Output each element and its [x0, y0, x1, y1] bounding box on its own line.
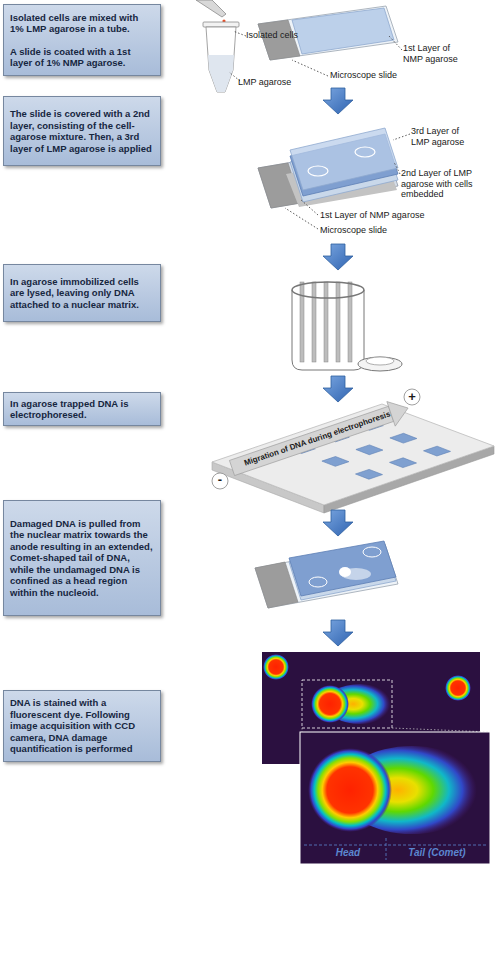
zoom-inset [304, 838, 486, 860]
electrode-mark [404, 389, 420, 405]
part-label: Microscope slide [320, 225, 420, 236]
zoom-line [302, 728, 303, 732]
leader-line [300, 199, 318, 215]
lysis-jar [292, 282, 402, 371]
zoom-inset [308, 748, 392, 832]
electrophoresis-tray [356, 445, 383, 455]
lysis-jar [358, 357, 402, 371]
microcentrifuge-tube [208, 55, 234, 92]
box-text: Isolated cells are mixed with 1% LMP aga… [10, 12, 154, 35]
electrophoresis-tray [356, 469, 383, 479]
zoom-inset [300, 732, 490, 864]
leader-line [393, 134, 410, 140]
box-text: In agarose trapped DNA is electrophorese… [10, 398, 154, 421]
leader-line [285, 208, 318, 229]
fluorescence-image [302, 680, 392, 728]
flow-arrow [323, 620, 353, 646]
comet-slide [255, 541, 398, 608]
box-text: The slide is covered with a 2nd layer, c… [10, 108, 154, 154]
electrophoresis-tray [212, 404, 494, 505]
layered-slide [355, 147, 375, 157]
zoom-line [302, 728, 490, 732]
electrode-sign: + [404, 390, 420, 404]
microscope-slide [292, 8, 394, 54]
flow-arrow [323, 510, 353, 536]
part-label: Isolated cells [246, 30, 318, 41]
migration-arrow [228, 396, 412, 481]
flow-arrow [323, 510, 353, 536]
process-box: Isolated cells are mixed with 1% LMP aga… [3, 4, 161, 76]
layered-slide [308, 166, 328, 176]
part-label: LMP agarose [238, 77, 308, 88]
comet-slide [289, 541, 396, 596]
electrode-sign: - [212, 473, 228, 487]
region-label: Head [318, 848, 378, 859]
pipette-tip [196, 0, 226, 17]
flow-arrow [323, 88, 353, 114]
electrophoresis-tray [212, 404, 494, 513]
electrophoresis-tray [390, 433, 417, 443]
part-label: 1st Layer of NMP agarose [403, 43, 465, 64]
microcentrifuge-tube [203, 22, 239, 92]
process-box: DNA is stained with a fluorescent dye. F… [3, 690, 161, 762]
fluorescence-image [263, 654, 289, 680]
fluorescence-image [311, 685, 349, 723]
flow-arrow [323, 376, 353, 402]
part-label: 1st Layer of NMP agarose [320, 210, 450, 221]
lysis-jar [312, 282, 316, 362]
comet-slide [339, 567, 351, 577]
comet-slide [363, 547, 381, 557]
lysis-jar [336, 282, 340, 362]
process-box: Damaged DNA is pulled from the nuclear m… [3, 500, 161, 616]
leader-line [233, 31, 246, 36]
box-text: In agarose immobilized cells are lysed, … [10, 276, 154, 311]
electrode-mark [212, 389, 420, 489]
leader-line [292, 60, 328, 76]
zoom-line [392, 728, 490, 732]
region-label: Tail (Comet) [392, 848, 482, 859]
flow-arrow [323, 376, 353, 402]
box-text: Damaged DNA is pulled from the nuclear m… [10, 518, 154, 599]
layered-slide [258, 128, 398, 208]
lysis-jar [324, 282, 328, 362]
flow-arrow [323, 620, 353, 646]
fluorescence-image [445, 675, 471, 701]
electrophoresis-tray [424, 446, 451, 456]
flow-arrow [323, 88, 353, 114]
leader-line [394, 162, 400, 174]
flow-arrow [323, 244, 353, 270]
layered-slide [290, 128, 398, 190]
process-box: The slide is covered with a 2nd layer, c… [3, 96, 161, 166]
microcentrifuge-tube [206, 27, 236, 92]
lysis-jar [292, 282, 364, 298]
lysis-jar [366, 357, 394, 365]
zoom-inset [300, 732, 490, 864]
process-box: In agarose immobilized cells are lysed, … [3, 264, 161, 322]
lysis-jar [348, 282, 352, 362]
electrophoresis-tray [322, 457, 349, 467]
microcentrifuge-tube [203, 22, 239, 27]
lysis-jar [300, 282, 304, 362]
box-text: A slide is coated with a 1st layer of 1%… [10, 46, 154, 69]
comet-slide [309, 577, 327, 587]
part-label: 2nd Layer of LMP agarose with cells embe… [401, 168, 493, 200]
leader-line [389, 36, 402, 50]
process-box: In agarose trapped DNA is electrophorese… [3, 392, 161, 426]
pipette-tip [196, 0, 226, 17]
part-label: 3rd Layer of LMP agarose [411, 126, 473, 147]
electrode-mark [212, 473, 228, 489]
part-label: Microscope slide [330, 70, 420, 81]
electrophoresis-tray [390, 458, 417, 468]
flow-arrow [323, 244, 353, 270]
box-text: DNA is stained with a fluorescent dye. F… [10, 697, 154, 755]
